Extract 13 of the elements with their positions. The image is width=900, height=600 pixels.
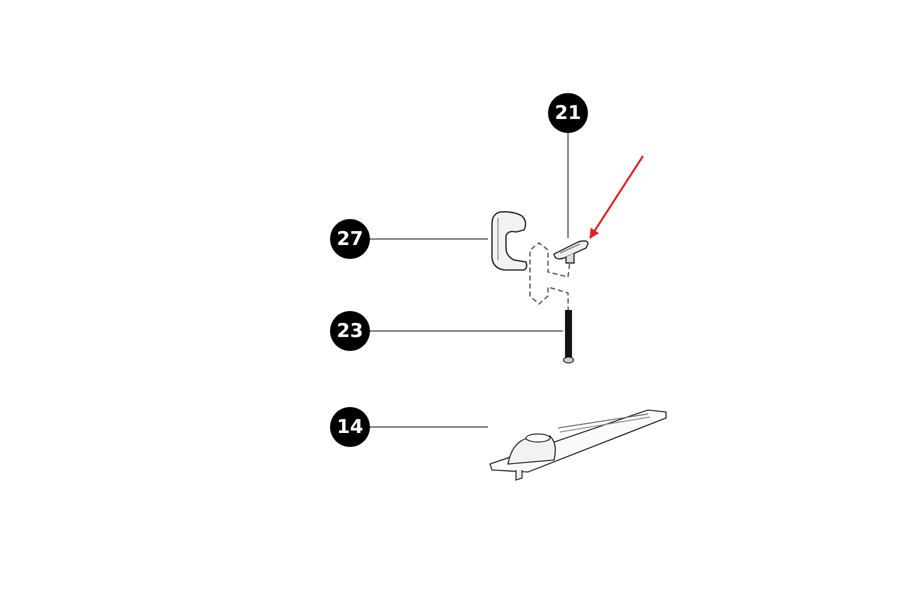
leader-line	[370, 238, 488, 240]
callout-number: 27	[330, 219, 370, 259]
slider-part-drawing	[552, 238, 590, 264]
callout-number: 21	[548, 93, 588, 133]
rail-part-drawing	[488, 408, 668, 482]
leader-line	[370, 426, 488, 428]
pin-drawing	[563, 310, 574, 364]
leader-line	[370, 330, 563, 332]
assembly-line	[529, 242, 570, 310]
leader-line	[567, 133, 569, 238]
callout-number: 23	[330, 311, 370, 351]
callout-number: 14	[330, 407, 370, 447]
pointer-arrow	[589, 155, 644, 239]
